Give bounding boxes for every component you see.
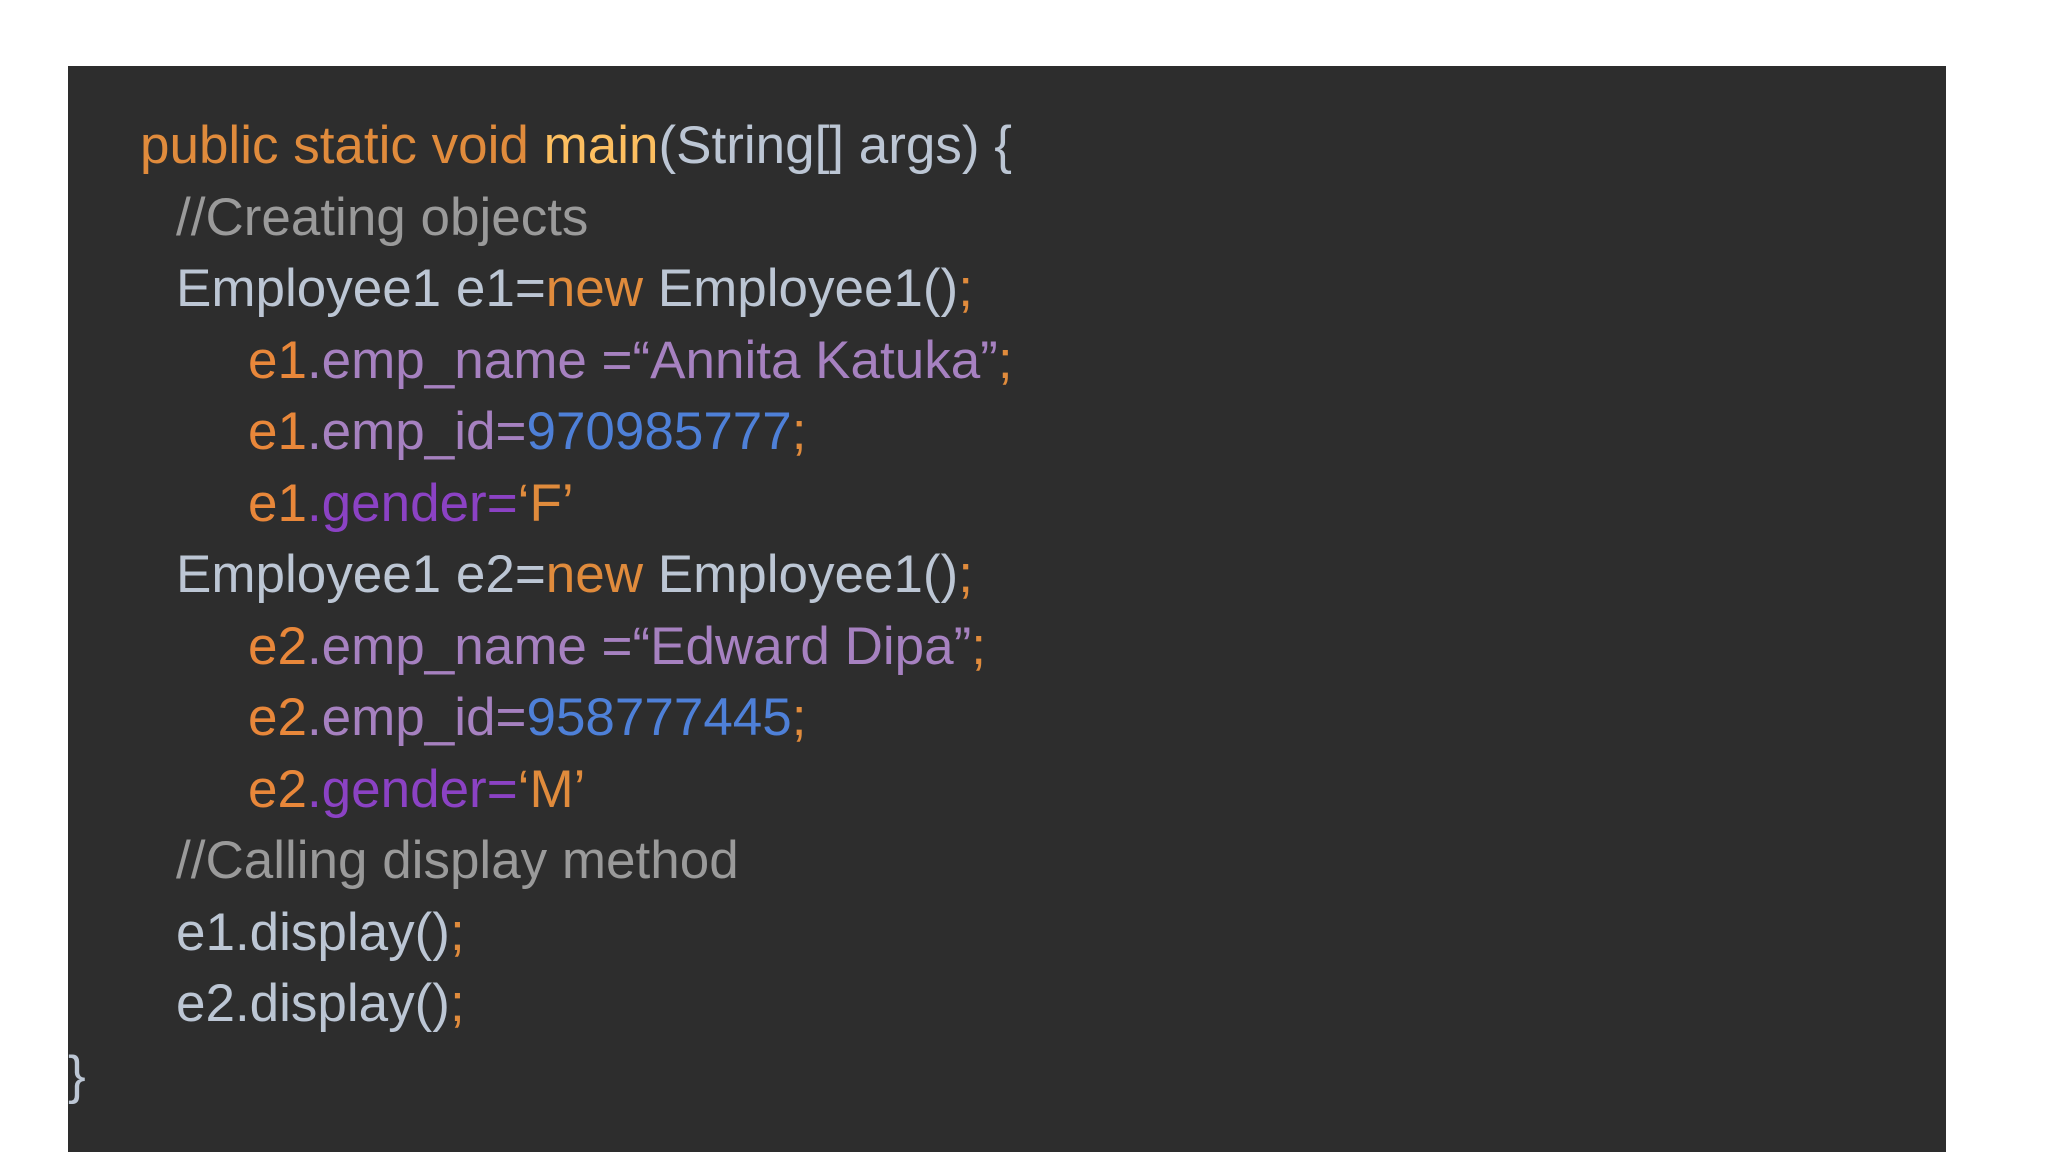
code-token-field: .emp_id= (306, 688, 527, 747)
code-token-field-alt: .gender= (306, 473, 518, 533)
code-line: e1.gender=‘F’ (68, 468, 1946, 540)
code-token-semicolon: ; (449, 974, 465, 1033)
code-token-field: .emp_name =“Edward Dipa” (306, 616, 972, 676)
code-token-keyword: new (545, 545, 644, 604)
code-line: Employee1 e2=new Employee1(); (68, 539, 1946, 611)
code-line: } (68, 1040, 1946, 1112)
code-line: e1.emp_id=970985777; (68, 396, 1946, 468)
code-token-plain: e2.display() (176, 974, 450, 1033)
code-token-field: .emp_name =“Annita Katuka” (306, 330, 998, 390)
code-panel: public static void main(String[] args) {… (68, 66, 1946, 1152)
code-token-comment: //Calling display method (176, 831, 739, 890)
code-token-variable: e1 (248, 473, 307, 533)
code-block: public static void main(String[] args) {… (68, 110, 1946, 1111)
code-token-semicolon: ; (791, 402, 807, 461)
code-line: e2.emp_id=958777445; (68, 682, 1946, 754)
code-token-semicolon: ; (997, 330, 1013, 390)
code-token-number: 958777445 (526, 688, 792, 747)
code-line: e2.gender=‘M’ (68, 754, 1946, 826)
code-token-char-literal: ‘F’ (517, 473, 574, 533)
code-token-plain: Employee1() (643, 259, 959, 318)
code-token-variable: e1 (248, 330, 307, 390)
code-token-keyword: new (545, 259, 644, 318)
code-line: Employee1 e1=new Employee1(); (68, 253, 1946, 325)
code-line: //Creating objects (68, 182, 1946, 254)
code-token-field: .emp_id= (306, 402, 527, 461)
code-token-char-literal: ‘M’ (517, 759, 586, 819)
code-token-variable: e1 (248, 402, 307, 461)
code-token-semicolon: ; (958, 545, 973, 604)
code-token-number: 970985777 (526, 402, 792, 461)
code-token-field-alt: .gender= (306, 759, 518, 819)
code-token-plain: Employee1() (643, 545, 959, 604)
code-token-plain: (String[] args) { (658, 116, 1012, 175)
code-line: e2.display(); (68, 968, 1946, 1040)
code-line: e1.display(); (68, 897, 1946, 969)
code-token-variable: e2 (248, 616, 307, 676)
code-line: e2.emp_name =“Edward Dipa”; (68, 611, 1946, 683)
code-line: //Calling display method (68, 825, 1946, 897)
code-token-plain: } (68, 1045, 86, 1105)
code-token-plain: e1.display() (176, 902, 450, 962)
code-token-keyword: public static void (140, 116, 544, 175)
code-token-semicolon: ; (791, 688, 807, 747)
code-token-semicolon: ; (449, 902, 465, 962)
code-token-plain: Employee1 e2= (176, 545, 546, 604)
code-token-variable: e2 (248, 759, 307, 819)
code-token-plain: Employee1 e1= (176, 259, 546, 318)
code-line: public static void main(String[] args) { (68, 110, 1946, 182)
code-token-variable: e2 (248, 688, 307, 747)
code-token-semicolon: ; (958, 259, 973, 318)
code-token-semicolon: ; (971, 616, 986, 676)
code-token-method: main (543, 116, 659, 175)
code-line: e1.emp_name =“Annita Katuka”; (68, 325, 1946, 397)
code-token-comment: //Creating objects (176, 187, 589, 247)
